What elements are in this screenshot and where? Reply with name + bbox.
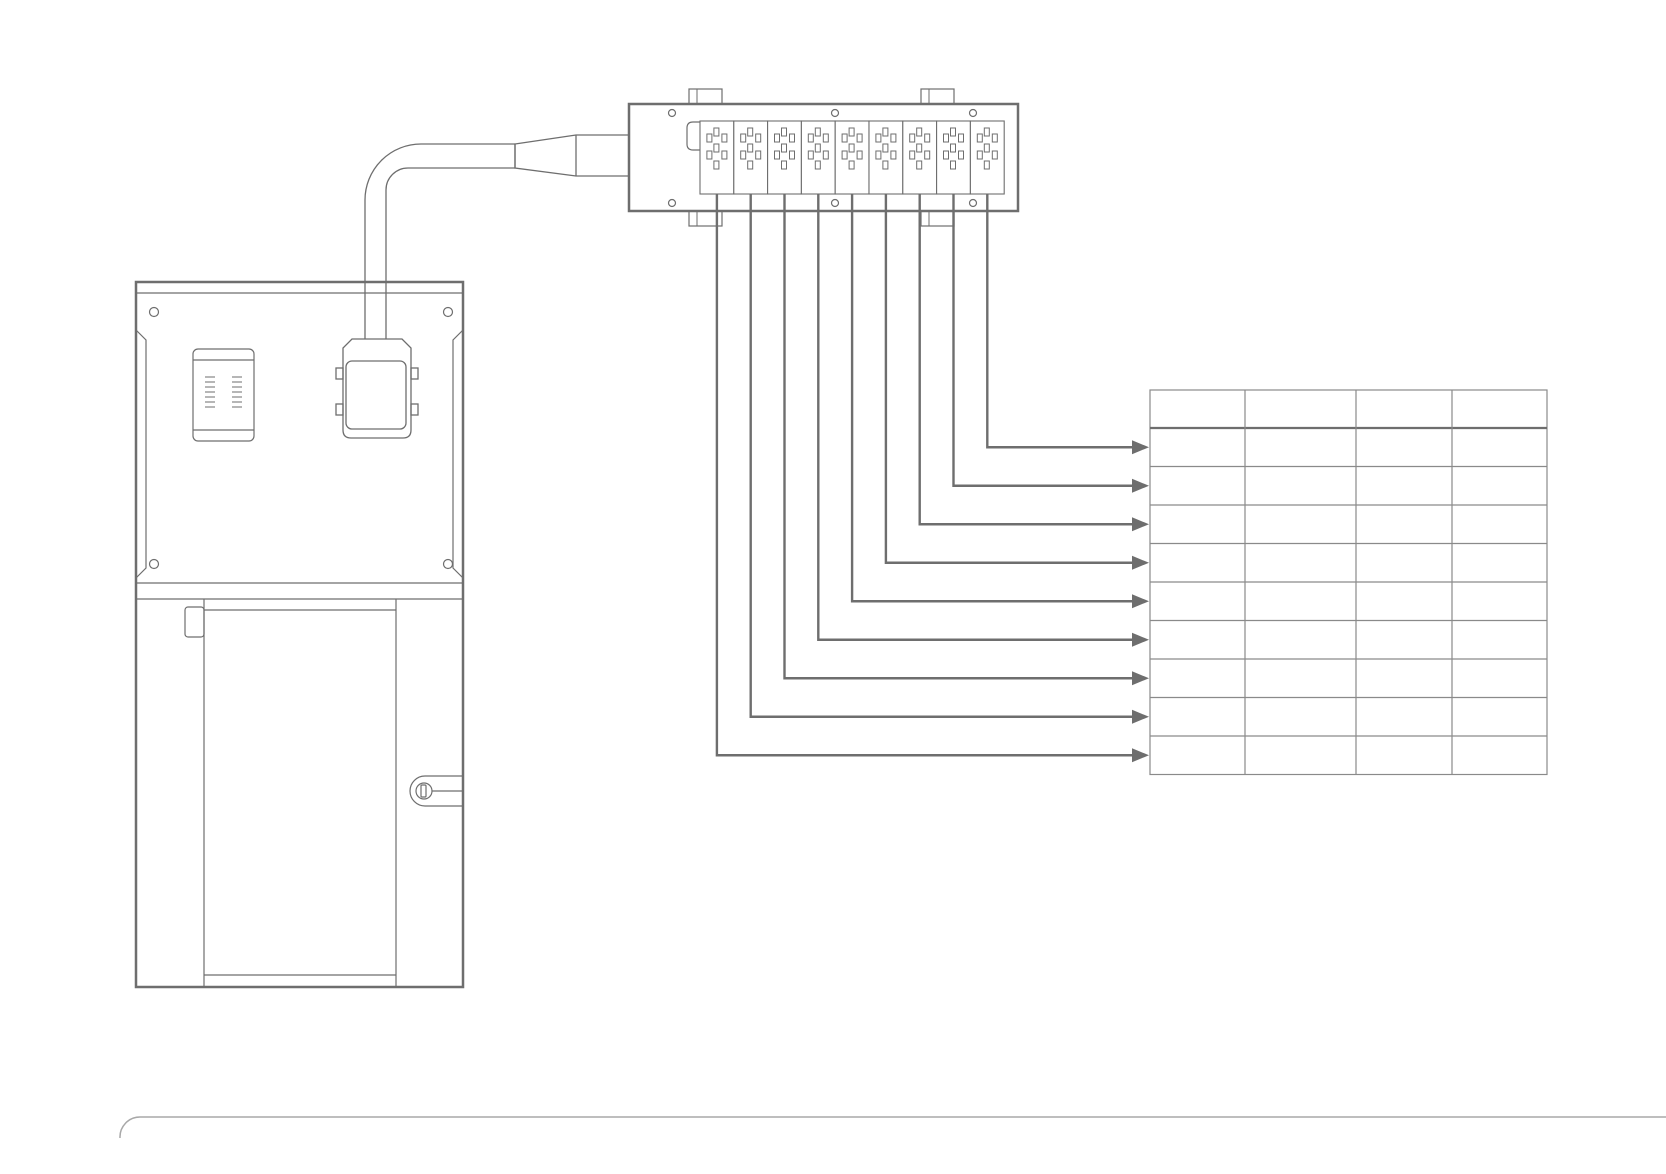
power-cabinet	[134, 280, 465, 989]
wire-outlet-9	[986, 194, 1149, 455]
door-lock-icon	[409, 775, 463, 807]
outlet-face	[834, 120, 870, 195]
mount-hole-icon	[830, 108, 840, 118]
circuit-table	[1149, 389, 1548, 776]
input-cable	[364, 134, 630, 339]
outlet-face	[800, 120, 836, 195]
outlet-face	[936, 120, 971, 195]
outlet-1	[699, 120, 735, 195]
receptacle-icon	[909, 127, 931, 170]
wire-outlet-5	[850, 194, 1149, 609]
wire-outlet-4	[817, 194, 1149, 647]
vent-slots-icon	[205, 376, 242, 408]
power-inlet-connector	[335, 338, 419, 439]
mount-hole-icon	[667, 108, 677, 118]
wire-outlet-1	[715, 194, 1149, 763]
screw-icon	[148, 558, 160, 570]
arrow-right-icon	[1132, 517, 1149, 532]
outlet-8	[936, 120, 971, 195]
vent-module	[192, 348, 255, 442]
mount-hole-icon	[667, 198, 677, 208]
outlet-2	[733, 120, 769, 195]
arrow-right-icon	[1132, 748, 1149, 763]
outlet-bank	[699, 120, 1005, 195]
receptacle-icon	[976, 127, 998, 170]
receptacle-icon	[706, 127, 728, 170]
mounting-bracket	[688, 88, 723, 105]
outlet-4	[800, 120, 836, 195]
door-hinge	[184, 606, 205, 638]
outlet-6	[868, 120, 904, 195]
outlet-face	[699, 120, 735, 195]
mounting-bracket	[920, 88, 955, 105]
screw-icon	[442, 306, 454, 318]
receptacle-icon	[774, 127, 795, 170]
outlet-9	[969, 120, 1005, 195]
outlet-face	[767, 120, 802, 195]
cabinet-door	[184, 599, 463, 987]
receptacle-icon	[875, 127, 897, 170]
wire-outlet-2	[749, 194, 1149, 724]
power-distribution-unit	[627, 88, 1020, 227]
screw-icon	[442, 558, 454, 570]
cabinet-body	[134, 280, 465, 989]
mounting-bracket	[920, 210, 955, 227]
mount-hole-icon	[830, 198, 840, 208]
outlet-5	[834, 120, 870, 195]
outlet-face	[902, 120, 938, 195]
cable-strain-relief	[514, 134, 630, 177]
arrow-right-icon	[1132, 440, 1149, 455]
mount-hole-icon	[968, 108, 978, 118]
output-wires	[715, 194, 1149, 763]
receptacle-icon	[807, 127, 829, 170]
mount-hole-icon	[968, 198, 978, 208]
arrow-right-icon	[1132, 709, 1149, 724]
arrow-right-icon	[1132, 594, 1149, 609]
wire-outlet-7	[918, 194, 1149, 532]
wire-outlet-8	[952, 194, 1149, 493]
wire-outlet-3	[783, 194, 1149, 686]
arrow-right-icon	[1132, 478, 1149, 493]
outlet-7	[902, 120, 938, 195]
outlet-face	[969, 120, 1005, 195]
arrow-right-icon	[1132, 555, 1149, 570]
arrow-right-icon	[1132, 671, 1149, 686]
receptacle-icon	[740, 127, 762, 170]
receptacle-icon	[841, 127, 863, 170]
arrow-right-icon	[1132, 632, 1149, 647]
outlet-3	[767, 120, 802, 195]
receptacle-icon	[943, 127, 964, 170]
wire-outlet-6	[884, 194, 1149, 570]
outlet-face	[733, 120, 769, 195]
footer-rule	[119, 1116, 1666, 1139]
screw-icon	[148, 306, 160, 318]
outlet-face	[868, 120, 904, 195]
